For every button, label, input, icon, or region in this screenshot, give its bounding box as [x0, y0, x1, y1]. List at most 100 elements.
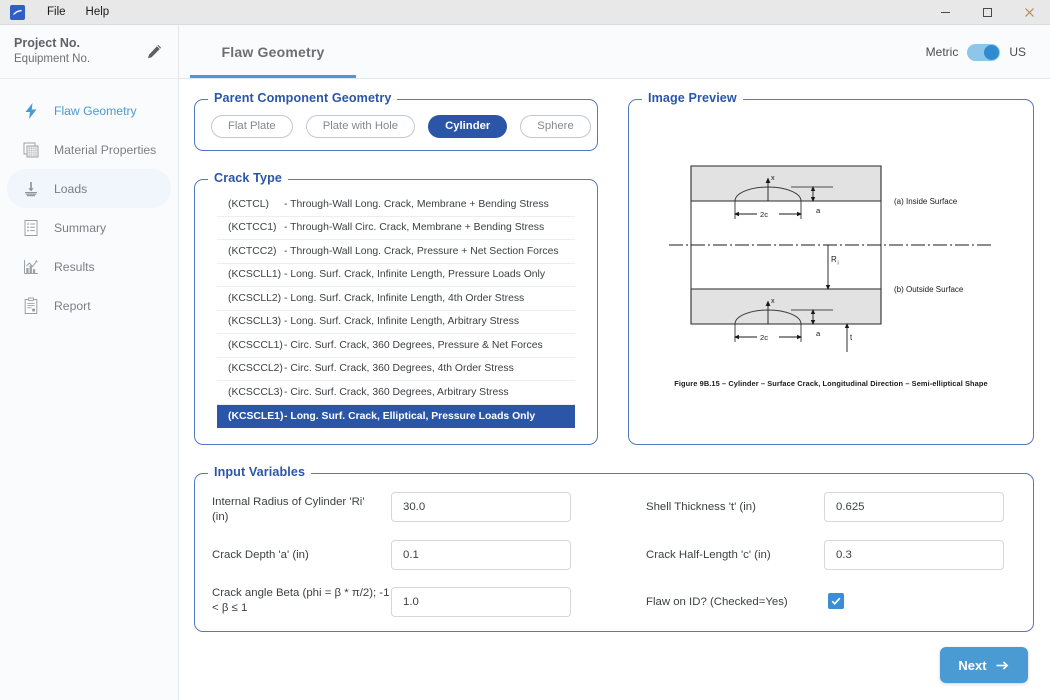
crack-type-panel: Crack Type (KCTCL) - Through-Wall Long. … [194, 179, 598, 445]
list-item[interactable]: (KCSCLL3) - Long. Surf. Crack, Infinite … [217, 311, 575, 335]
load-arrow-icon [21, 179, 41, 199]
shell-thickness-input[interactable] [824, 492, 1004, 522]
list-item[interactable]: (KCTCC2) - Through-Wall Long. Crack, Pre… [217, 240, 575, 264]
label-flaw-on-id: Flaw on ID? (Checked=Yes) [646, 595, 831, 610]
minimize-icon[interactable] [924, 0, 966, 25]
svg-text:x: x [771, 296, 775, 305]
sidebar-item-label: Material Properties [54, 143, 156, 157]
crack-code: (KCTCC1) [217, 222, 284, 233]
list-item[interactable]: (KCSCLL2) - Long. Surf. Crack, Infinite … [217, 287, 575, 311]
geometry-option-flat-plate[interactable]: Flat Plate [211, 115, 293, 138]
internal-radius-input[interactable] [391, 492, 571, 522]
sidebar-item-label: Results [54, 260, 95, 274]
list-item[interactable]: (KCSCCL1) - Circ. Surf. Crack, 360 Degre… [217, 334, 575, 358]
label-crack-angle-beta: Crack angle Beta (phi = β * π/2); -1 < β… [212, 586, 390, 616]
crack-code: (KCSCLL2) [217, 293, 284, 304]
sidebar-nav: Flaw Geometry Material Pr [0, 79, 178, 325]
geometry-option-sphere[interactable]: Sphere [520, 115, 590, 138]
crack-type-list: (KCTCL) - Through-Wall Long. Crack, Memb… [217, 193, 575, 428]
crack-code: (KCTCL) [217, 199, 284, 210]
crack-angle-beta-input[interactable] [391, 587, 571, 617]
sidebar-item-results[interactable]: Results [7, 247, 171, 286]
pencil-icon[interactable] [144, 42, 164, 62]
list-item-selected[interactable]: (KCSCLE1) - Long. Surf. Crack, Elliptica… [217, 405, 575, 429]
parent-component-geometry-panel: Parent Component Geometry Flat Plate Pla… [194, 99, 598, 151]
sidebar-item-summary[interactable]: Summary [7, 208, 171, 247]
unit-system-selector: Metric US [926, 25, 1026, 79]
label-internal-radius: Internal Radius of Cylinder 'Ri' (in) [212, 495, 382, 525]
crack-half-length-input[interactable] [824, 540, 1004, 570]
content-top-bar: Flaw Geometry Metric US [179, 25, 1050, 79]
crack-code: (KCTCC2) [217, 246, 284, 257]
geometry-option-cylinder[interactable]: Cylinder [428, 115, 507, 138]
window-controls [924, 0, 1050, 25]
tab-active-indicator [190, 75, 356, 78]
svg-text:i: i [838, 261, 839, 267]
list-item[interactable]: (KCTCL) - Through-Wall Long. Crack, Memb… [217, 193, 575, 217]
list-item[interactable]: (KCTCC1) - Through-Wall Circ. Crack, Mem… [217, 217, 575, 241]
svg-text:a: a [816, 206, 821, 215]
menu-help[interactable]: Help [84, 4, 112, 20]
image-preview-panel: Image Preview x [628, 99, 1034, 445]
crack-desc: - Long. Surf. Crack, Infinite Length, Ar… [284, 316, 575, 327]
sidebar-item-material-properties[interactable]: Material Properties [7, 130, 171, 169]
crack-code: (KCSCCL2) [217, 363, 284, 374]
list-document-icon [21, 218, 41, 238]
menu-file[interactable]: File [45, 4, 68, 20]
sidebar-item-flaw-geometry[interactable]: Flaw Geometry [7, 91, 171, 130]
next-button[interactable]: Next [940, 647, 1028, 683]
unit-metric-label: Metric [926, 45, 959, 59]
list-item[interactable]: (KCSCCL3) - Circ. Surf. Crack, 360 Degre… [217, 381, 575, 405]
layers-icon [21, 140, 41, 160]
svg-text:a: a [816, 329, 821, 338]
svg-text:2c: 2c [760, 210, 768, 219]
toggle-knob [984, 45, 999, 60]
flaw-on-id-checkbox[interactable] [828, 593, 844, 609]
crack-desc: - Circ. Surf. Crack, 360 Degrees, Arbitr… [284, 387, 575, 398]
sidebar-item-label: Loads [54, 182, 87, 196]
crack-desc: - Long. Surf. Crack, Elliptical, Pressur… [284, 411, 575, 422]
svg-text:(a) Inside Surface: (a) Inside Surface [894, 197, 958, 206]
crack-code: (KCSCLL1) [217, 269, 284, 280]
app-logo-icon [10, 5, 25, 20]
svg-text:(b) Outside Surface: (b) Outside Surface [894, 285, 964, 294]
crack-desc: - Through-Wall Long. Crack, Pressure + N… [284, 246, 575, 257]
unit-toggle[interactable] [967, 44, 1000, 61]
cylinder-crack-diagram: x 2c a R i [661, 156, 1001, 361]
crack-desc: - Through-Wall Long. Crack, Membrane + B… [284, 199, 575, 210]
arrow-right-icon [995, 658, 1010, 673]
input-variables-grid: Internal Radius of Cylinder 'Ri' (in) Cr… [195, 474, 1033, 631]
svg-text:t: t [850, 333, 853, 342]
svg-text:2c: 2c [760, 333, 768, 342]
crack-code: (KCSCCL1) [217, 340, 284, 351]
crack-code: (KCSCCL3) [217, 387, 284, 398]
crack-depth-input[interactable] [391, 540, 571, 570]
close-icon[interactable] [1008, 0, 1050, 25]
crack-desc: - Circ. Surf. Crack, 360 Degrees, 4th Or… [284, 363, 575, 374]
sidebar-item-loads[interactable]: Loads [7, 169, 171, 208]
geometry-option-group: Flat Plate Plate with Hole Cylinder Sphe… [195, 100, 597, 152]
figure-caption: Figure 9B.15 – Cylinder – Surface Crack,… [674, 379, 987, 388]
menu-bar: File Help [45, 4, 111, 20]
sidebar-item-label: Flaw Geometry [54, 104, 137, 118]
page-title: Project No. [14, 36, 144, 51]
label-shell-thickness: Shell Thickness 't' (in) [646, 500, 826, 515]
list-item[interactable]: (KCSCCL2) - Circ. Surf. Crack, 360 Degre… [217, 358, 575, 382]
title-bar: File Help [0, 0, 1050, 25]
check-icon [830, 595, 842, 607]
tab-flaw-geometry[interactable]: Flaw Geometry [190, 25, 356, 79]
geometry-option-plate-with-hole[interactable]: Plate with Hole [306, 115, 415, 138]
crack-code: (KCSCLE1) [217, 411, 284, 422]
figure-container: x 2c a R i [629, 100, 1033, 444]
next-button-label: Next [958, 658, 986, 673]
tab-label: Flaw Geometry [222, 44, 325, 60]
lightning-bolt-icon [21, 101, 41, 121]
maximize-icon[interactable] [966, 0, 1008, 25]
crack-desc: - Long. Surf. Crack, Infinite Length, 4t… [284, 293, 575, 304]
list-item[interactable]: (KCSCLL1) - Long. Surf. Crack, Infinite … [217, 264, 575, 288]
crack-desc: - Long. Surf. Crack, Infinite Length, Pr… [284, 269, 575, 280]
sidebar-item-report[interactable]: Report [7, 286, 171, 325]
clipboard-icon [21, 296, 41, 316]
input-variables-panel: Input Variables Internal Radius of Cylin… [194, 473, 1034, 632]
